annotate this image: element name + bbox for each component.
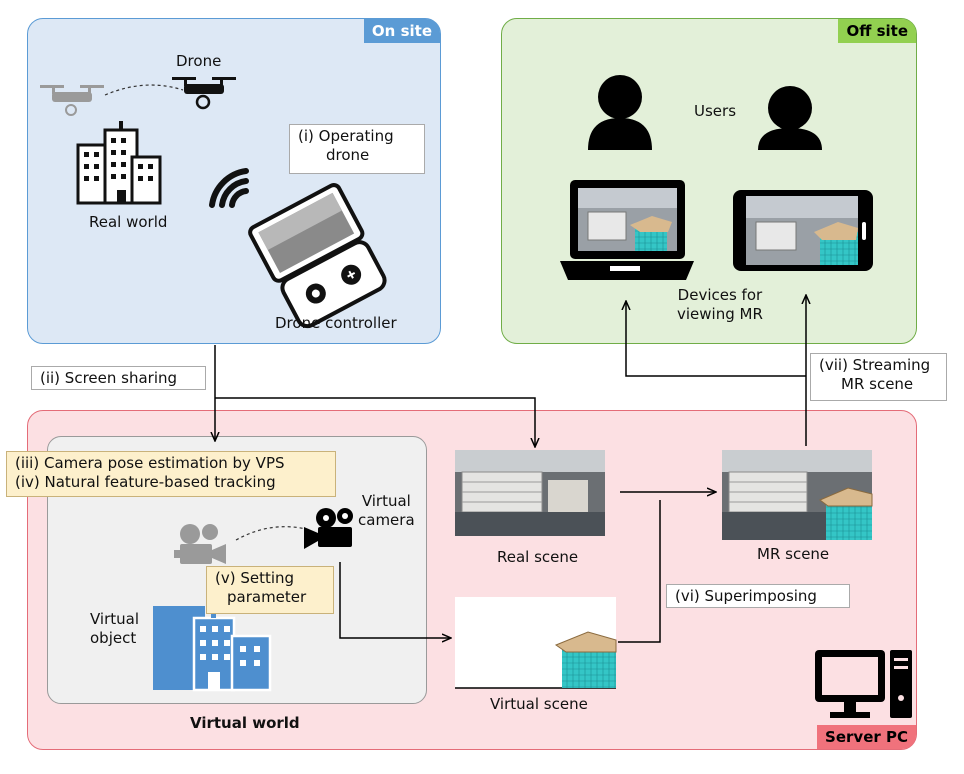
wifi-icon [209,168,249,208]
movie-camera-icon [304,508,353,549]
virtual-scene-label: Virtual scene [490,695,588,713]
step-vi-superimposing: (vi) Superimposing [666,584,850,608]
building-icon [76,121,162,205]
step-i-line2: drone [326,146,370,164]
virtual-scene-image [455,597,617,689]
virtual-object-label: Virtual object [90,610,139,648]
virtual-object-line1: Virtual [90,610,140,628]
virtual-object-icon [153,605,272,692]
off-site-tag: Off site [838,19,916,43]
drone-path [104,84,184,96]
step-v-line2: parameter [227,588,307,606]
tablet-icon [733,190,873,271]
on-site-tag: On site [363,19,440,43]
step-vii-line1: (vii) Streaming [819,356,931,374]
step-v-line1: (v) Setting [215,569,295,587]
virtual-object-line2: object [90,629,137,647]
devices-label: Devices for viewing MR [677,286,763,324]
virtual-world-label: Virtual world [190,714,300,732]
real-world-label: Real world [89,213,168,231]
step-iv-label: (iv) Natural feature-based tracking [15,473,276,491]
mr-scene-image [722,450,873,540]
real-scene-image [455,450,605,536]
movie-camera-icon-gray [174,524,226,564]
step-vii-streaming: (vii) Streaming MR scene [810,353,947,401]
step-ii-screen-sharing: (ii) Screen sharing [31,366,206,390]
step-iii-label: (iii) Camera pose estimation by VPS [15,454,285,472]
virtual-camera-line1: Virtual [361,492,411,510]
camera-path [235,526,311,541]
step-i-line1: (i) Operating [298,127,394,145]
off-site-region: Off site [501,18,917,344]
laptop-icon [560,180,694,280]
step-v-setting-parameter: (v) Setting parameter [206,566,334,614]
mr-scene-label: MR scene [757,545,830,563]
drone-controller-icon [248,183,387,329]
devices-label-line1: Devices for [677,286,763,304]
flow-arrows [215,296,806,643]
virtual-camera-label: Virtual camera [358,492,415,530]
virtual-camera-line2: camera [358,511,415,529]
user-icon [588,75,652,150]
drone-icon-gray [40,85,104,116]
step-i-operating-drone: (i) Operating drone [289,124,425,174]
devices-label-line2: viewing MR [677,305,763,323]
server-pc-tag: Server PC [817,725,916,749]
drone-icon [172,77,236,110]
step-vii-line2: MR scene [841,375,914,393]
server-pc-icon [815,650,912,718]
drone-label: Drone [176,52,222,70]
real-scene-label: Real scene [497,548,579,566]
drone-controller-label: Drone controller [275,314,397,332]
users-label: Users [694,102,737,120]
user-icon [758,86,822,150]
step-iii-iv-tracking: (iii) Camera pose estimation by VPS (iv)… [6,451,336,497]
